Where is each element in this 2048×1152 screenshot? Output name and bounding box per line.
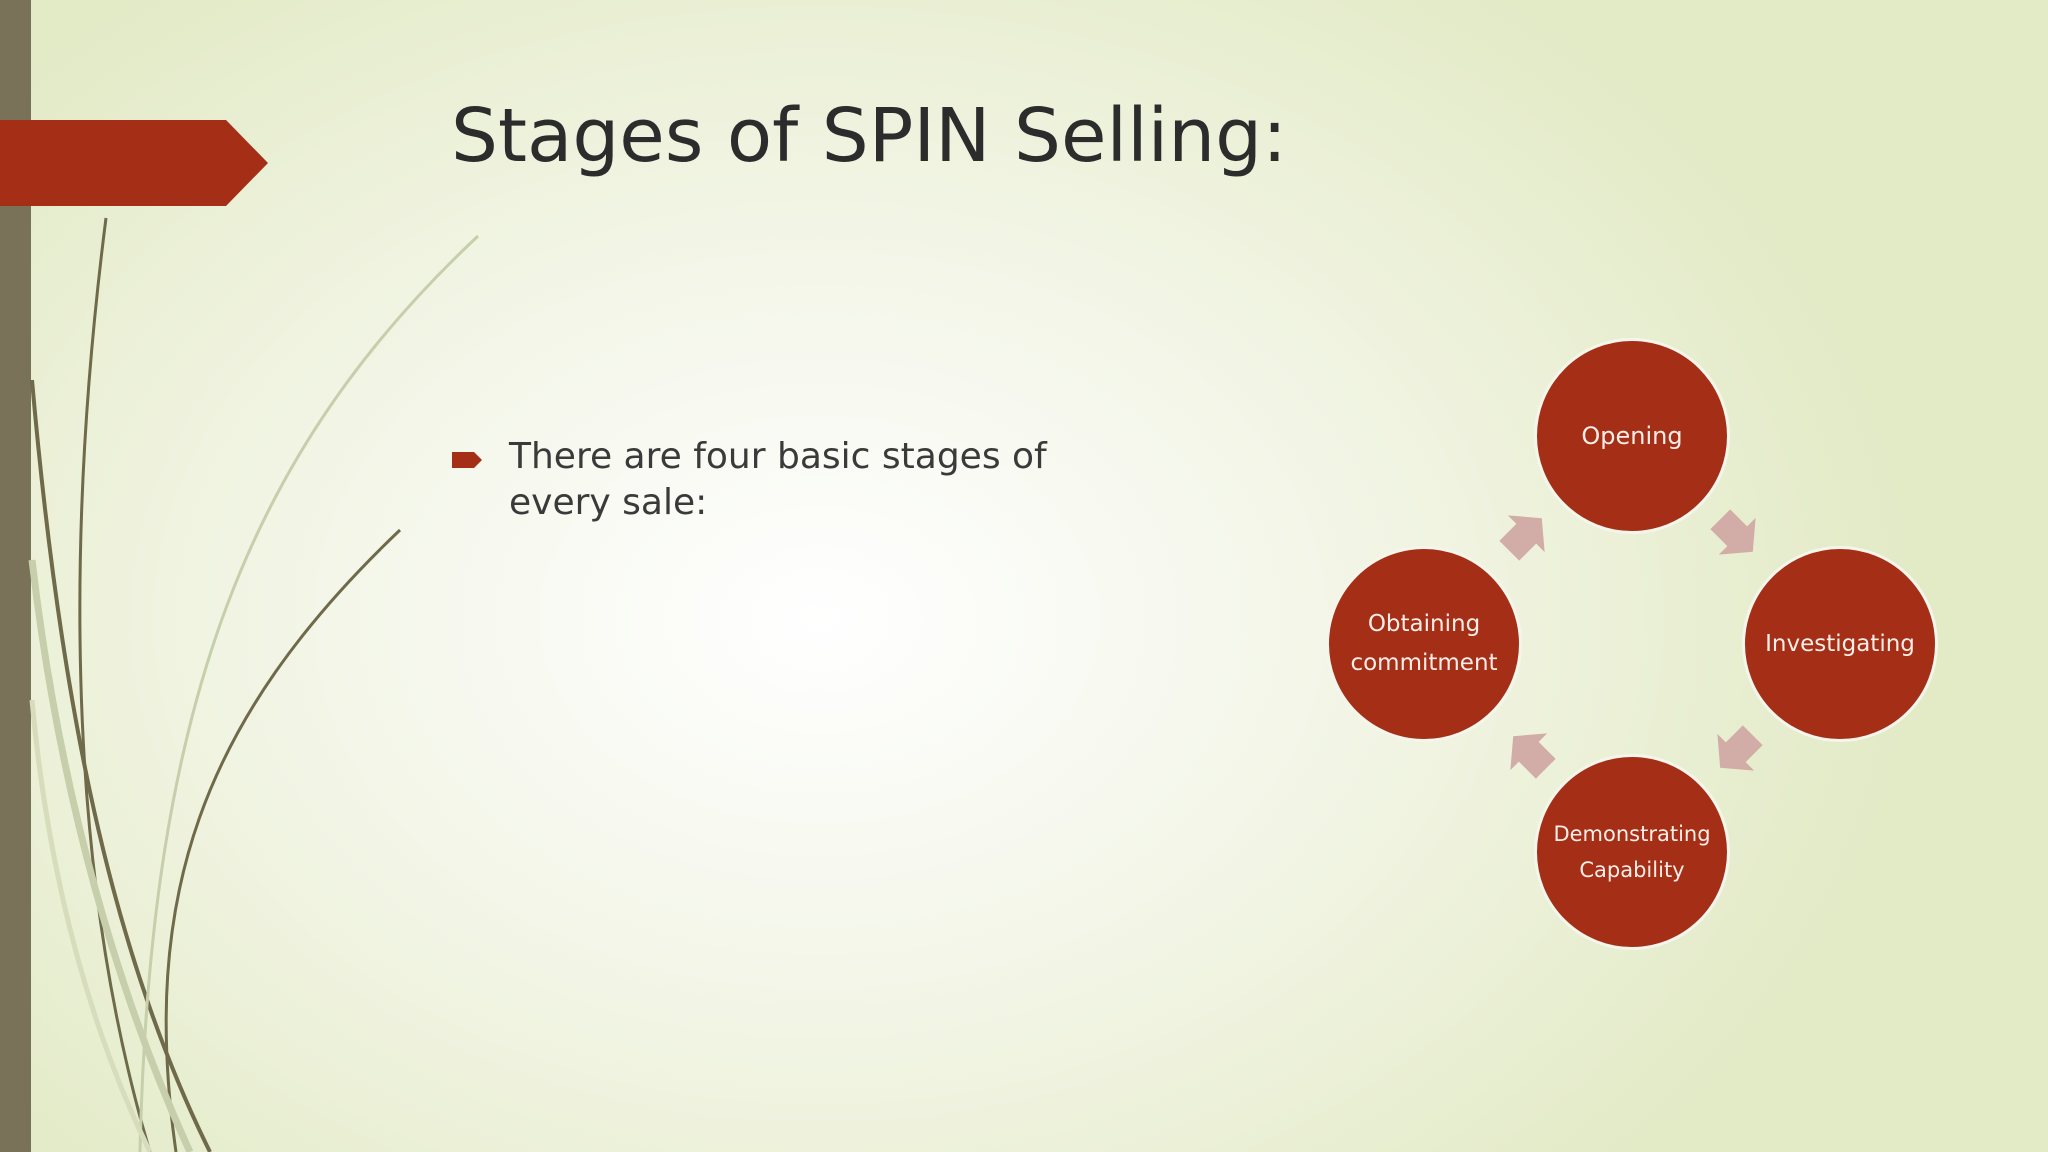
cycle-arrow-icon — [1499, 509, 1763, 779]
stage-investigating: Investigating — [1742, 546, 1938, 742]
stage-label: Opening — [1581, 422, 1683, 450]
arrow-bullet-icon — [452, 452, 482, 468]
spin-cycle-diagram: Opening Investigating Demonstrating Capa… — [1300, 320, 1980, 980]
stage-opening: Opening — [1534, 338, 1730, 534]
decorative-grass-lines — [28, 217, 480, 1152]
stage-demonstrating-capability: Demonstrating Capability — [1534, 754, 1730, 950]
stage-label: Demonstrating Capability — [1553, 822, 1711, 882]
stage-label: Investigating — [1765, 631, 1915, 657]
bullet-text: There are four basic stages of every sal… — [509, 436, 1047, 523]
title-banner — [0, 120, 268, 206]
slide-title: Stages of SPIN Selling: — [451, 93, 1288, 179]
stage-label: Obtaining commitment — [1350, 611, 1498, 676]
stage-obtaining-commitment: Obtaining commitment — [1326, 546, 1522, 742]
